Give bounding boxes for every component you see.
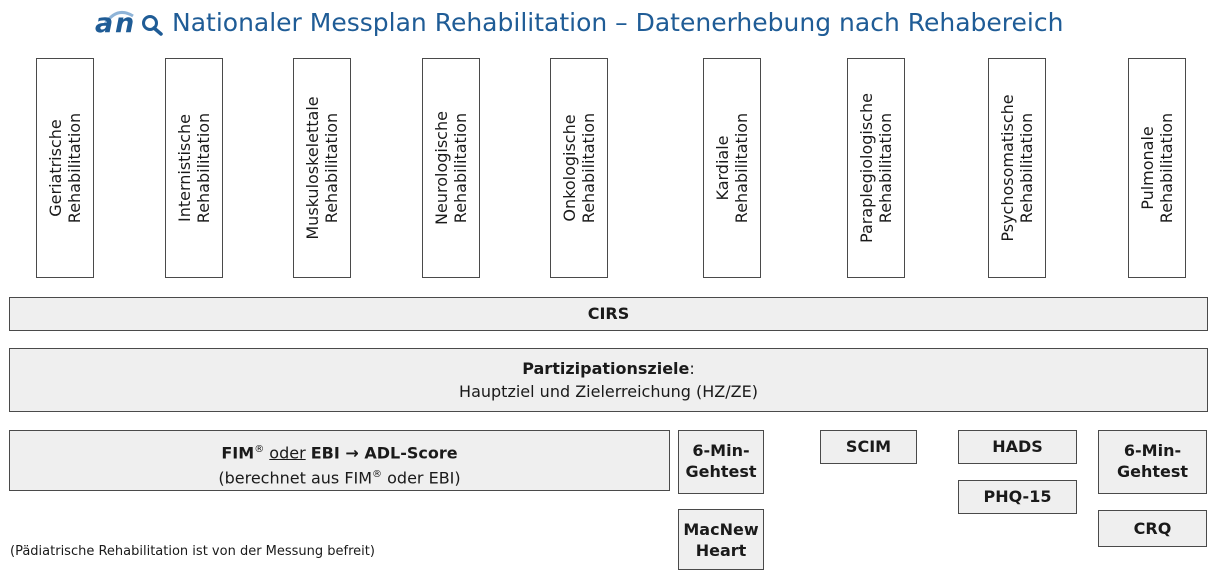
area-label-line2: Rehabilitation (322, 112, 341, 224)
area-label-line1: Paraplegiologische (857, 93, 876, 243)
area-label-line1: Geriatrische (46, 119, 65, 217)
area-label-line1: Muskuloskelettale (303, 96, 322, 240)
logo-letter-a: a (95, 8, 114, 39)
fim-registered-mark: ® (254, 444, 265, 455)
kardial-gehtest-line2: Gehtest (685, 462, 757, 481)
area-label-line2: Rehabilitation (451, 112, 470, 224)
kardial-gehtest-line1: 6-Min- (692, 441, 750, 460)
area-label-line2: Rehabilitation (876, 112, 895, 224)
cirs-bar: CIRS (9, 297, 1208, 331)
fim-subtext-post: oder EBI) (382, 468, 461, 488)
page-title: Nationaler Messplan Rehabilitation – Dat… (172, 8, 1064, 37)
fim-subtext-reg: ® (372, 469, 383, 481)
cirs-label: CIRS (587, 304, 630, 323)
fim-label: FIM (221, 443, 255, 463)
area-label-line2: Rehabilitation (65, 112, 84, 224)
area-label-line2: Rehabilitation (579, 112, 598, 224)
hads-box: HADS (958, 430, 1077, 464)
area-label-line1: Kardiale (713, 135, 732, 201)
macnew-line2: Heart (695, 541, 747, 560)
phq15-label: PHQ-15 (983, 487, 1052, 506)
participation-colon: : (689, 359, 695, 378)
fim-ebi-box: FIM® oder EBI → ADL-Score (berechnet aus… (9, 430, 670, 491)
area-label-line1: Pulmonale (1138, 126, 1157, 210)
area-label-line1: Onkologische (560, 114, 579, 222)
logo-magnifier-icon (142, 15, 163, 36)
pulmonal-6min-gehtest-box: 6-Min- Gehtest (1098, 430, 1207, 494)
area-label-line2: Rehabilitation (194, 112, 213, 224)
area-label-line2: Rehabilitation (1017, 112, 1036, 224)
footnote: (Pädiatrische Rehabilitation ist von der… (10, 544, 375, 559)
macnew-heart-box: MacNew Heart (678, 509, 764, 570)
participation-bar: Partizipationsziele: Hauptziel und Ziele… (9, 348, 1208, 412)
area-label-line1: Internistische (175, 113, 194, 223)
fim-subtext-pre: (berechnet aus FIM (218, 468, 373, 488)
participation-heading: Partizipationsziele (522, 359, 690, 378)
macnew-line1: MacNew (683, 520, 759, 539)
area-label-line1: Psychosomatische (998, 94, 1017, 242)
logo-arc-icon (103, 10, 134, 25)
pulm-gehtest-line2: Gehtest (1116, 462, 1189, 481)
hads-label: HADS (992, 437, 1043, 456)
area-label-line2: Rehabilitation (1157, 112, 1176, 224)
area-label-line1: Neurologische (432, 111, 451, 225)
scim-label: SCIM (845, 437, 892, 456)
pulm-gehtest-line1: 6-Min- (1123, 441, 1182, 460)
crq-box: CRQ (1098, 510, 1207, 547)
area-label-line2: Rehabilitation (732, 112, 751, 224)
title-row: a n Nationaler Messplan Rehabilitation –… (0, 6, 1215, 46)
participation-subtitle: Hauptziel und Zielerreichung (HZ/ZE) (459, 382, 758, 401)
phq15-box: PHQ-15 (958, 480, 1077, 514)
kardial-6min-gehtest-box: 6-Min- Gehtest (678, 430, 764, 494)
ebi-adl-label: EBI → ADL-Score (310, 443, 458, 463)
logo-letter-n: n (115, 8, 135, 39)
scim-box: SCIM (820, 430, 917, 464)
oder-label: oder (269, 443, 306, 463)
crq-label: CRQ (1133, 519, 1172, 538)
